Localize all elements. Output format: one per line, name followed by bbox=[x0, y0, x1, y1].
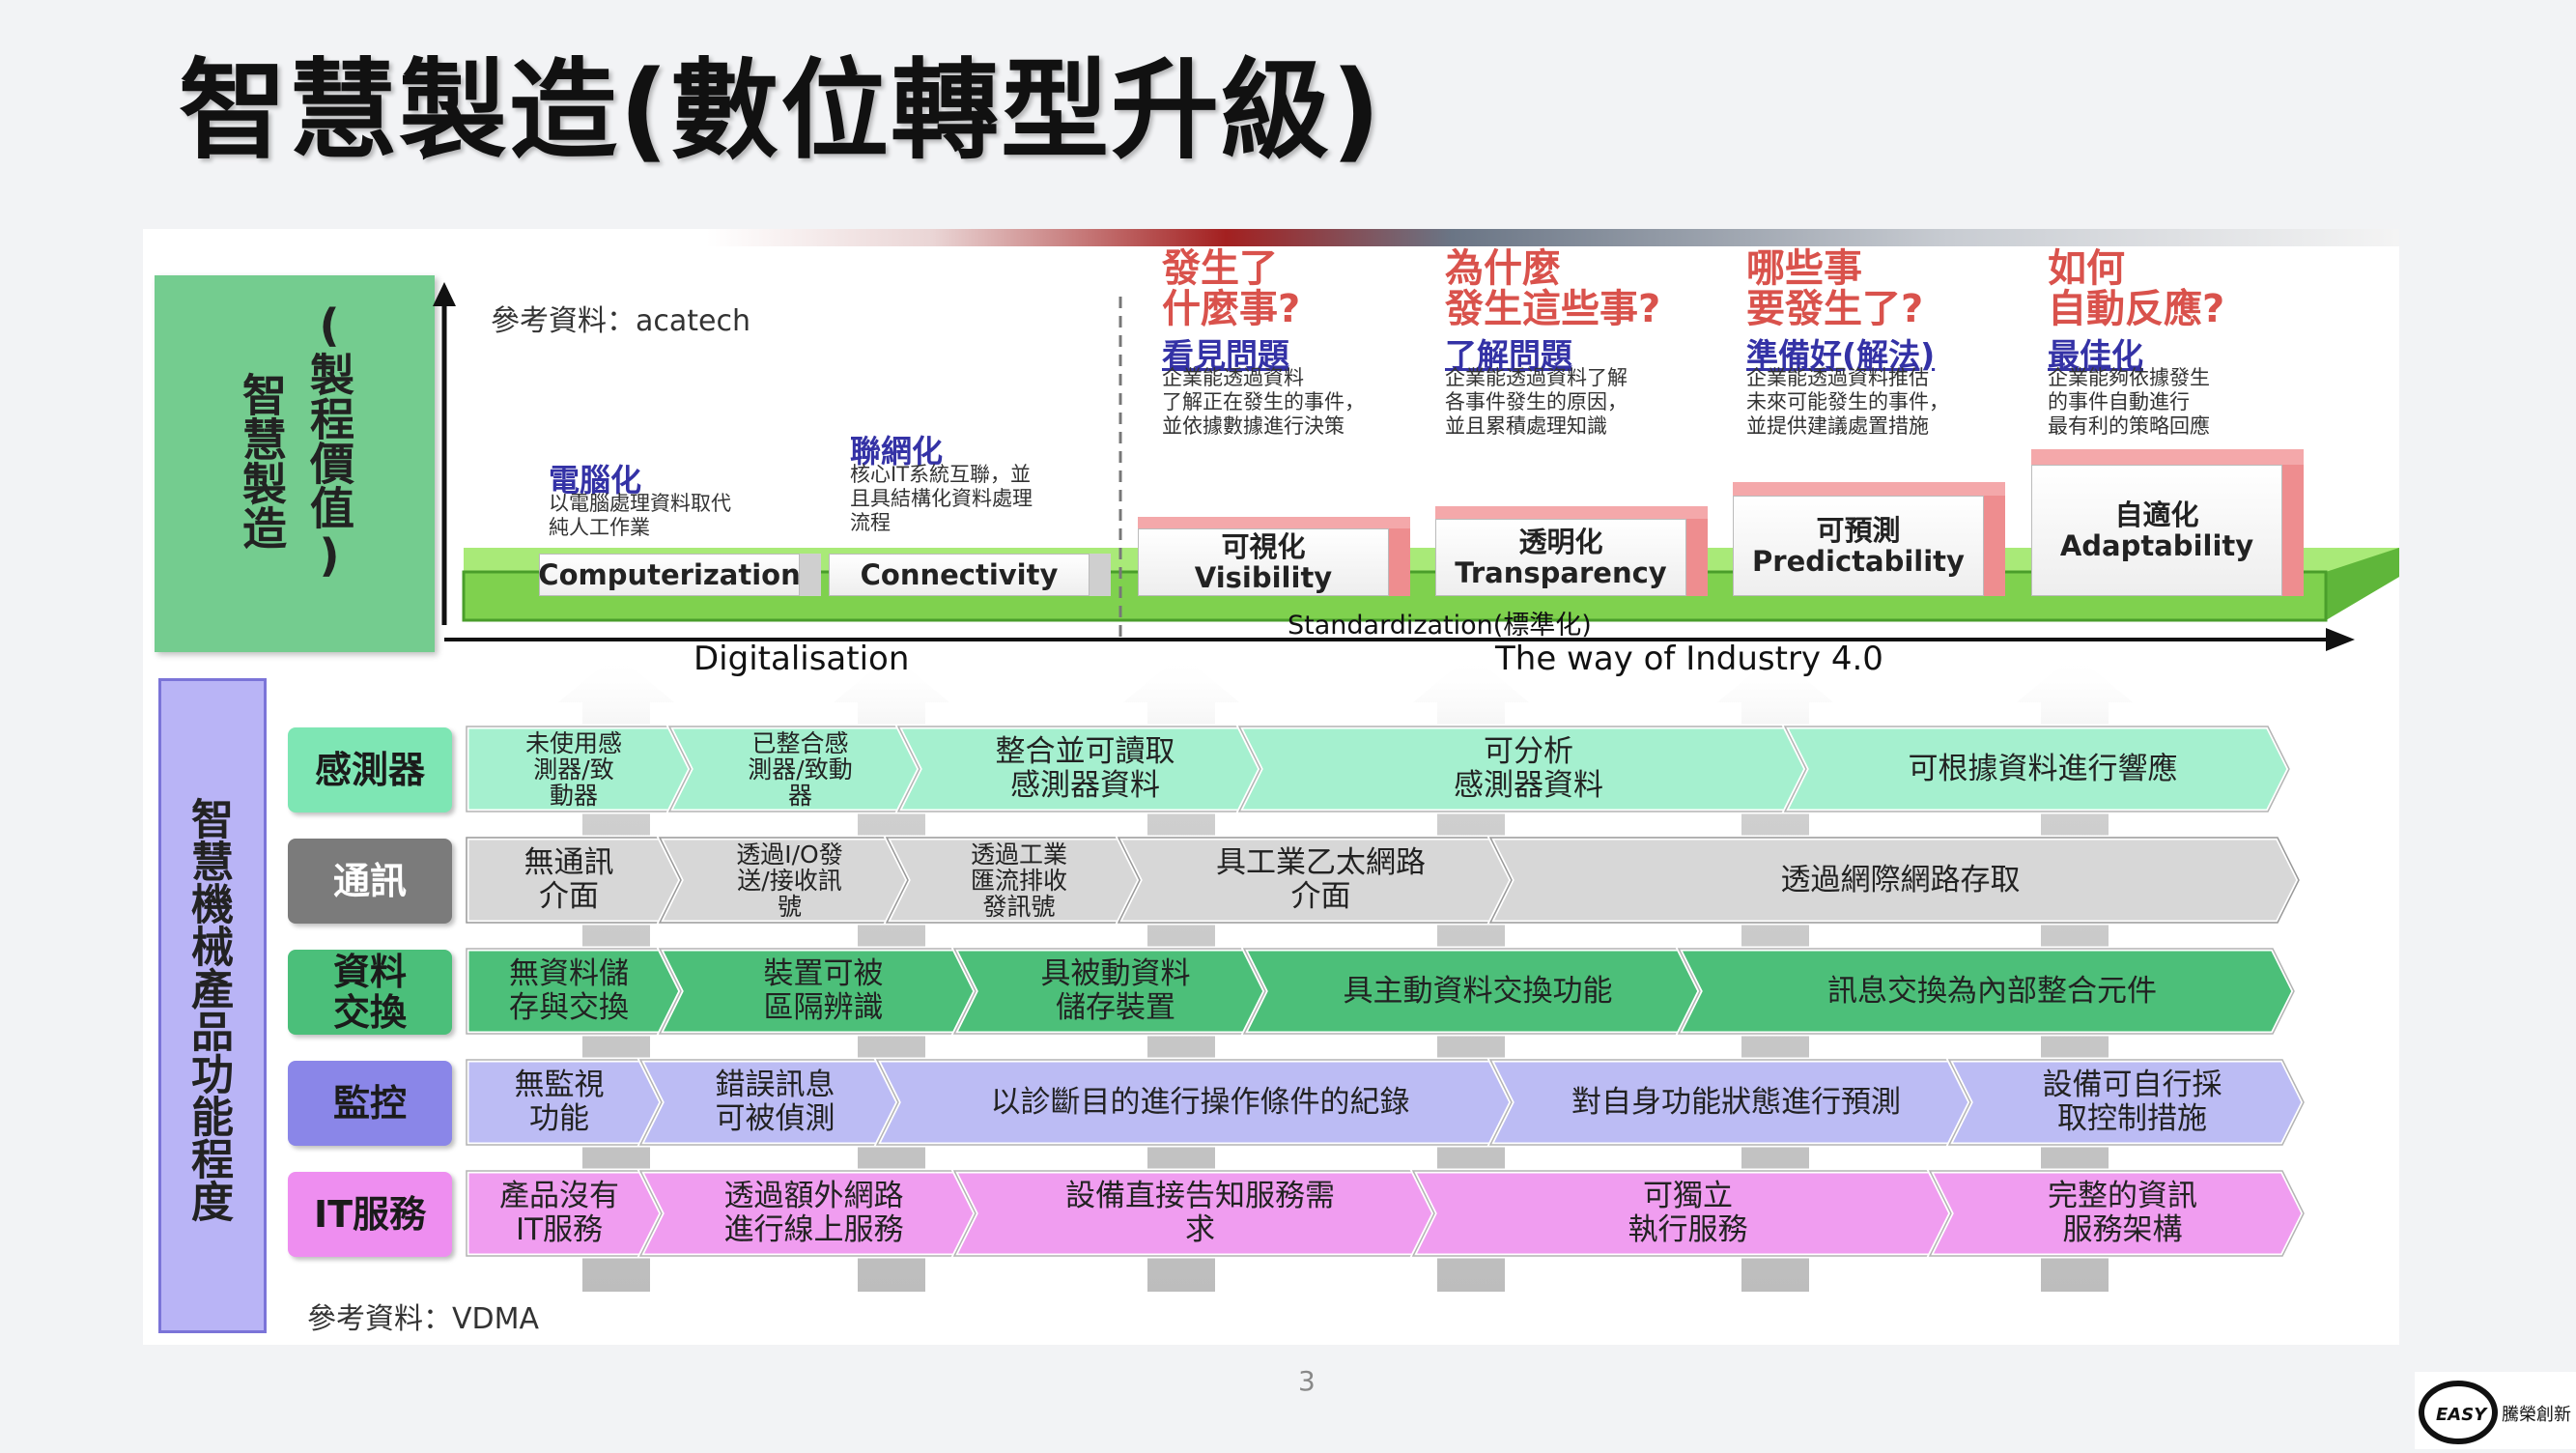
reference-vdma: 參考資料：VDMA bbox=[307, 1302, 540, 1336]
stage-visibility-question: 發生了 什麼事? bbox=[1162, 246, 1301, 331]
stage-visibility-desc: 企業能透過資料 了解正在發生的事件， 並依據數據進行決策 bbox=[1162, 366, 1365, 438]
stage-transparency-question: 為什麼 發生這些事? bbox=[1445, 246, 1661, 331]
cell-it-service-2: 透過額外網路 進行線上服務 bbox=[723, 1179, 904, 1247]
connectivity-desc: 核心IT系統互聯，並 且具結構化資料處理 流程 bbox=[850, 463, 1033, 534]
row-label-sensor: 感測器 bbox=[288, 727, 452, 812]
industry40-label: The way of Industry 4.0 bbox=[1495, 640, 1883, 678]
stage-adaptability-sub: 最佳化 bbox=[2048, 336, 2143, 374]
cell-communication-3: 透過工業 匯流排收 發訊號 bbox=[970, 840, 1067, 921]
computerization-title: 電腦化 bbox=[549, 462, 642, 499]
smart-manufacturing-label: 智慧製造 bbox=[236, 372, 288, 550]
cell-it-service-3: 設備直接告知服務需 求 bbox=[1065, 1179, 1335, 1247]
cell-it-service-4: 可獨立 執行服務 bbox=[1628, 1179, 1748, 1247]
cell-communication-1: 無通訊 介面 bbox=[524, 845, 614, 914]
diagram-panel: (製程價值) 智慧製造 智慧機械產品功能程度 bbox=[143, 229, 2399, 1345]
logo-name: 騰榮創新 bbox=[2502, 1405, 2571, 1425]
page-number: 3 bbox=[1298, 1365, 1316, 1397]
computerization-desc: 以電腦處理資料取代 純人工作業 bbox=[549, 492, 731, 539]
connectivity-block: Connectivity bbox=[829, 548, 1111, 596]
smart-manufacturing-box: (製程價值) 智慧製造 bbox=[155, 275, 435, 652]
row-label-data-exchange: 資料 交換 bbox=[288, 950, 452, 1035]
row-label-it-service: IT服務 bbox=[288, 1172, 452, 1257]
cell-sensor-4: 可分析 感測器資料 bbox=[1454, 734, 1603, 803]
cell-monitoring-3: 以診斷目的進行操作條件的紀錄 bbox=[990, 1084, 1410, 1120]
cell-monitoring-2: 錯誤訊息 可被偵測 bbox=[715, 1068, 835, 1136]
cell-sensor-1: 未使用感 測器/致 動器 bbox=[524, 728, 622, 810]
top-color-band bbox=[143, 229, 2399, 246]
cell-monitoring-1: 無監視 功能 bbox=[514, 1068, 605, 1136]
page-title: 智慧製造(數位轉型升級) bbox=[179, 48, 1383, 174]
stage-predictability-desc: 企業能透過資料推估 未來可能發生的事件， 並提供建議處置措施 bbox=[1746, 366, 1949, 438]
cell-data-exchange-3: 具被動資料 儲存裝置 bbox=[1040, 956, 1191, 1025]
company-logo: EASY 騰榮創新 bbox=[2415, 1372, 2576, 1449]
standardization-label: Standardization(標準化) bbox=[1288, 611, 1592, 641]
stage-adaptability-question: 如何 自動反應? bbox=[2048, 246, 2225, 331]
cell-it-service-5: 完整的資訊 服務架構 bbox=[2048, 1179, 2197, 1247]
stage-adaptability-desc: 企業能夠依據發生 的事件自動進行 最有利的策略回應 bbox=[2048, 366, 2210, 438]
stage-predictability-question: 哪些事 要發生了? bbox=[1746, 246, 1924, 331]
process-value-label: (製程價值) bbox=[303, 299, 355, 582]
cell-data-exchange-1: 無資料儲 存與交換 bbox=[509, 956, 629, 1025]
stage-predictability-sub: 準備好(解法) bbox=[1746, 336, 1936, 374]
cell-communication-4: 具工業乙太網路 介面 bbox=[1216, 845, 1426, 914]
stage-transparency-desc: 企業能透過資料了解 各事件發生的原因， 並且累積處理知識 bbox=[1445, 366, 1628, 438]
reference-acatech: 參考資料：acatech bbox=[491, 304, 750, 338]
digitalisation-label: Digitalisation bbox=[694, 640, 910, 678]
cell-communication-2: 透過I/O發 送/接收訊 號 bbox=[736, 840, 843, 921]
stage-visibility-sub: 看見問題 bbox=[1162, 336, 1289, 374]
stage-transparency-sub: 了解問題 bbox=[1445, 336, 1572, 374]
connectivity-title: 聯網化 bbox=[850, 433, 944, 470]
logo-text: EASY bbox=[2436, 1405, 2488, 1425]
row-label-monitoring: 監控 bbox=[288, 1061, 452, 1146]
cell-sensor-3: 整合並可讀取 感測器資料 bbox=[995, 734, 1175, 803]
cell-data-exchange-5: 訊息交換為內部整合元件 bbox=[1827, 973, 2157, 1009]
cell-communication-5: 透過網際網路存取 bbox=[1780, 862, 2021, 897]
cell-sensor-5: 可根據資料進行響應 bbox=[1908, 751, 2178, 786]
cell-monitoring-4: 對自身功能狀態進行預測 bbox=[1571, 1084, 1901, 1120]
logo-mark-icon: EASY 騰榮創新 bbox=[2419, 1381, 2571, 1444]
cell-sensor-2: 已整合感 測器/致動 器 bbox=[748, 728, 853, 810]
cell-data-exchange-2: 裝置可被 區隔辨識 bbox=[763, 956, 884, 1025]
smart-machine-label: 智慧機械產品功能程度 bbox=[184, 797, 233, 1222]
row-label-communication: 通訊 bbox=[288, 839, 452, 924]
computerization-block: Computerization bbox=[538, 548, 821, 596]
smart-machine-box: 智慧機械產品功能程度 bbox=[158, 678, 267, 1333]
cell-monitoring-5: 設備可自行採 取控制措施 bbox=[2042, 1068, 2222, 1136]
cell-it-service-1: 產品沒有 IT服務 bbox=[499, 1179, 619, 1247]
cell-data-exchange-4: 具主動資料交換功能 bbox=[1343, 973, 1613, 1009]
